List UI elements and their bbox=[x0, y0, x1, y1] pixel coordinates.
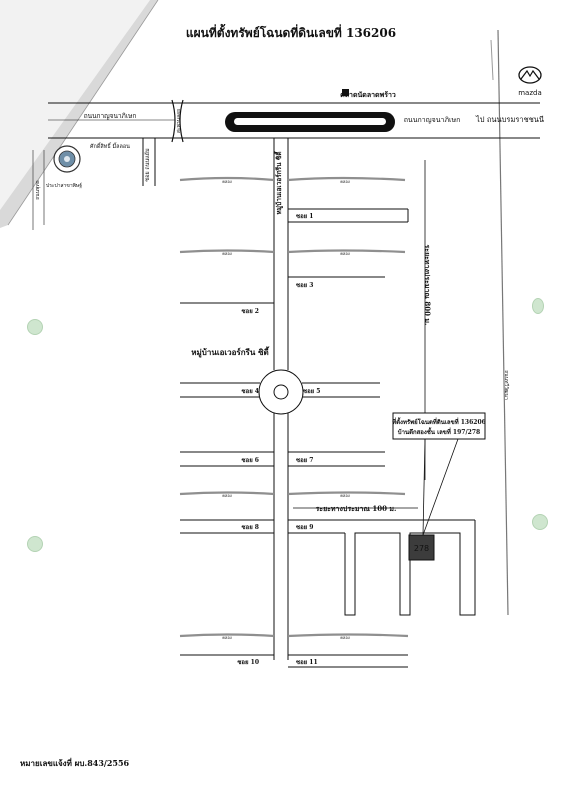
canal-labels: คลอง คลอง คลอง คลอง คลอง คลอง คลอง คลอง bbox=[222, 179, 350, 640]
canal-label: คลอง bbox=[340, 251, 350, 256]
gov-seal-icon bbox=[53, 145, 81, 173]
punch-hole bbox=[532, 514, 548, 530]
soi-2-label: ซอย 2 bbox=[242, 308, 259, 315]
soi-left-vertical-label: ซอย ถนนแย้ม bbox=[144, 148, 151, 182]
mazda-logo-icon bbox=[518, 66, 542, 84]
ped-bridge-label: สะพานลอย bbox=[176, 109, 182, 133]
soi-6-label: ซอย 6 bbox=[242, 457, 259, 464]
canal-label: คลอง bbox=[222, 635, 232, 640]
mazda-label: mazda bbox=[518, 89, 542, 97]
reference-note: หมายเลขแจ้งที่ ผบ.843/2556 bbox=[20, 758, 130, 768]
right-road-label: ถนนทวีวัฒนา bbox=[503, 370, 510, 400]
main-road-left-label: ถนนกาญจนาภิเษก bbox=[84, 112, 137, 120]
target-house-marker bbox=[408, 534, 435, 561]
map-title: แผนที่ตั้งทรัพย์โฉนดที่ดินเลขที่ 136206 bbox=[185, 26, 397, 40]
ped-bridge-left bbox=[171, 99, 176, 143]
soi-11-label: ซอย 11 bbox=[296, 659, 318, 666]
left-edge-road-label: ถนนพุทธ bbox=[35, 180, 41, 200]
right-vertical-road-edge bbox=[497, 29, 509, 616]
page-fold-edge bbox=[0, 0, 158, 228]
soi-7-label: ซอย 7 bbox=[296, 457, 313, 464]
distance-horizontal-label: ระยะทางประมาณ 100 ม. bbox=[316, 504, 397, 513]
callout-line-1: ที่ตั้งทรัพย์โฉนดที่ดินเลขที่ 136206 bbox=[392, 416, 486, 426]
soi-8-label: ซอย 8 bbox=[242, 524, 259, 531]
callout-box bbox=[392, 412, 486, 440]
inner-lanes bbox=[344, 520, 476, 616]
soi-10-label: ซอย 10 bbox=[237, 659, 259, 666]
gov-office-label: ประปาสาขาพิษฐ์ bbox=[46, 182, 82, 189]
soi-4-label: ซอย 4 bbox=[242, 388, 259, 395]
ped-bridge-right bbox=[179, 99, 184, 143]
canal-label: คลอง bbox=[340, 179, 350, 184]
punch-hole bbox=[532, 298, 544, 314]
soi-3-label: ซอย 3 bbox=[296, 282, 313, 289]
soi-1-label: ซอย 1 bbox=[296, 213, 313, 220]
canal-label: คลอง bbox=[340, 635, 350, 640]
canal-label: คลอง bbox=[340, 493, 350, 498]
canal-label: คลอง bbox=[222, 493, 232, 498]
house-number: 278 bbox=[414, 544, 429, 553]
canal-label: คลอง bbox=[222, 179, 232, 184]
market-label: ตลาดนัดลาดพร้าว bbox=[340, 90, 396, 99]
canal-label: คลอง bbox=[222, 251, 232, 256]
to-ratchaburi-label: ไป ถนนบรมราชชนนี bbox=[475, 115, 544, 124]
punch-hole bbox=[27, 319, 43, 335]
punch-hole bbox=[27, 536, 43, 552]
callout-line-2: บ้านตึกสองชั้น เลขที่ 197/278 bbox=[398, 426, 480, 436]
soi-5-label: ซอย 5 bbox=[303, 388, 320, 395]
main-road-center-label: ถนนกาญจนาภิเษก bbox=[404, 116, 461, 124]
soi-9-label: ซอย 9 bbox=[296, 524, 313, 531]
canals bbox=[179, 176, 409, 638]
distance-vertical-label: ระยะทางประมาณ 800 ม. bbox=[423, 245, 432, 326]
village-name-label: หมู่บ้านเอเวอร์กรีน ซิตี้ bbox=[191, 346, 270, 358]
market-icon bbox=[342, 89, 349, 96]
village-road-label: หมู่บ้านเอเวอร์กรีน ซิตี้ bbox=[273, 150, 284, 214]
shop-label: ศักดิ์สิทธิ์ มี้ลลอน bbox=[90, 142, 130, 150]
